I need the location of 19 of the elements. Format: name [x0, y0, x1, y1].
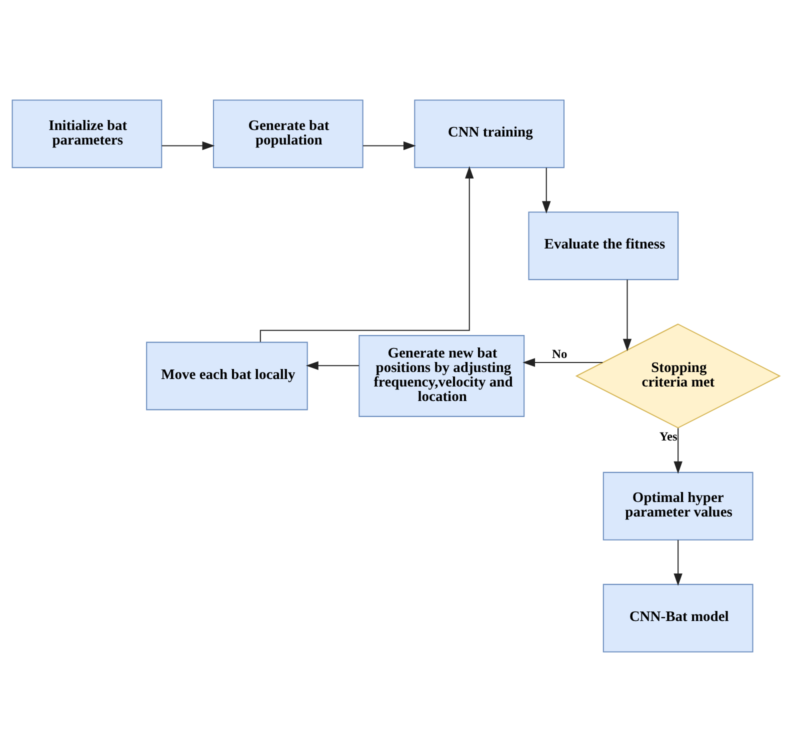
- node-box: CNN training: [414, 100, 565, 168]
- node-box: Optimal hyper parameter values: [602, 472, 754, 540]
- node-box: Move each bat locally: [146, 342, 308, 410]
- arrow: [674, 540, 682, 586]
- arrow: [162, 141, 215, 150]
- arrow: [674, 428, 682, 474]
- edge-label: Yes: [659, 429, 678, 444]
- arrow: [622, 280, 632, 352]
- node-box: CNN-Bat model: [602, 584, 754, 652]
- arrow: [522, 358, 603, 367]
- arrow: [542, 168, 551, 214]
- arrow: [306, 361, 359, 370]
- edge-label: No: [552, 346, 568, 361]
- node-box: Evaluate the fitness: [528, 212, 679, 280]
- node-diamond: Stopping criteria met: [575, 324, 781, 428]
- node-box: Generate new bat positions by adjusting frequency,velocity and location: [358, 335, 525, 417]
- arrow: [363, 141, 416, 150]
- node-box: Generate bat population: [212, 100, 364, 168]
- node-box: Initialize bat parameters: [12, 100, 162, 168]
